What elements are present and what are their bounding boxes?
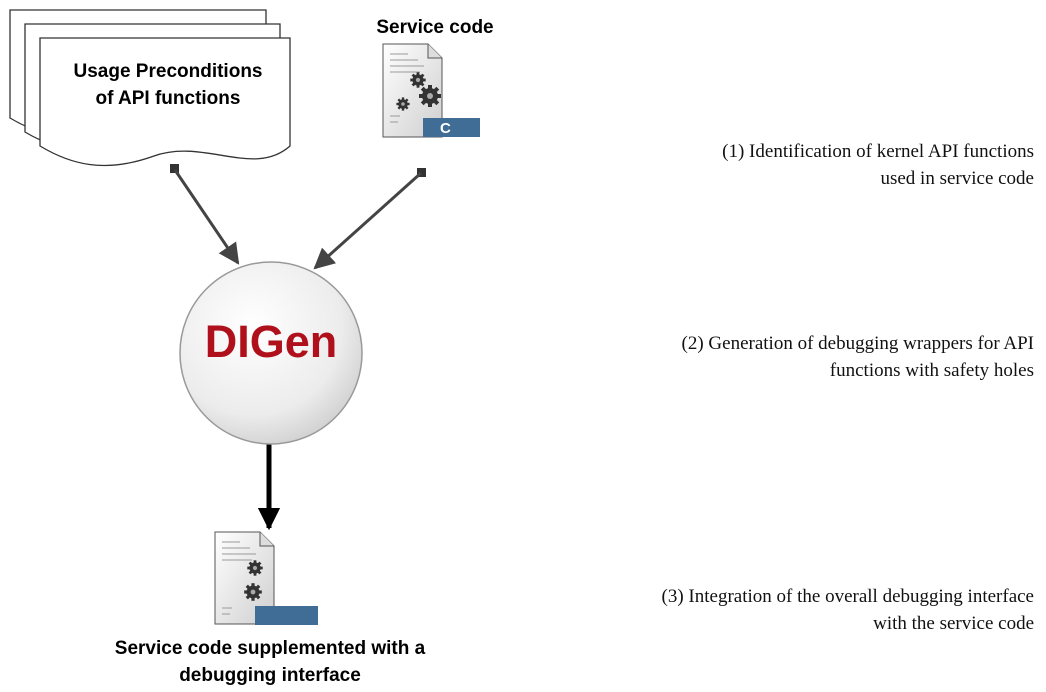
preconditions-label: Usage Preconditions of API functions — [48, 58, 288, 112]
preconditions-label-line2: of API functions — [95, 88, 241, 109]
step-2: (2) Generation of debugging wrappers for… — [682, 330, 1034, 384]
file-badge-text: C — [440, 120, 451, 137]
step-1-line2: used in service code — [880, 168, 1034, 189]
preconditions-label-line1: Usage Preconditions — [73, 61, 263, 82]
output-label-line2: debugging interface — [179, 665, 361, 686]
preconditions-connector — [170, 164, 179, 173]
arrow-service-code-to-digen — [313, 171, 423, 270]
step-3-line1: (3) Integration of the overall debugging… — [661, 586, 1034, 607]
digen-circle — [179, 261, 363, 445]
service-code-connector — [417, 168, 426, 177]
step-3-line2: with the service code — [873, 613, 1034, 634]
step-2-line1: (2) Generation of debugging wrappers for… — [681, 333, 1034, 354]
service-code-label: Service code — [376, 17, 494, 38]
output-label-line1: Service code supplemented with a — [114, 638, 426, 659]
output-file-icon — [214, 531, 318, 625]
step-1-line1: (1) Identification of kernel API functio… — [722, 141, 1034, 162]
arrow-preconditions-to-digen — [173, 169, 240, 265]
digen-title: DIGen — [204, 316, 338, 367]
step-3: (3) Integration of the overall debugging… — [662, 583, 1034, 637]
step-2-line2: functions with safety holes — [829, 360, 1034, 381]
preconditions-document-stack — [9, 9, 291, 167]
service-code-file-icon: C — [382, 43, 480, 138]
step-1: (1) Identification of kernel API functio… — [722, 138, 1034, 192]
output-label: Service code supplemented with a debuggi… — [60, 635, 480, 689]
